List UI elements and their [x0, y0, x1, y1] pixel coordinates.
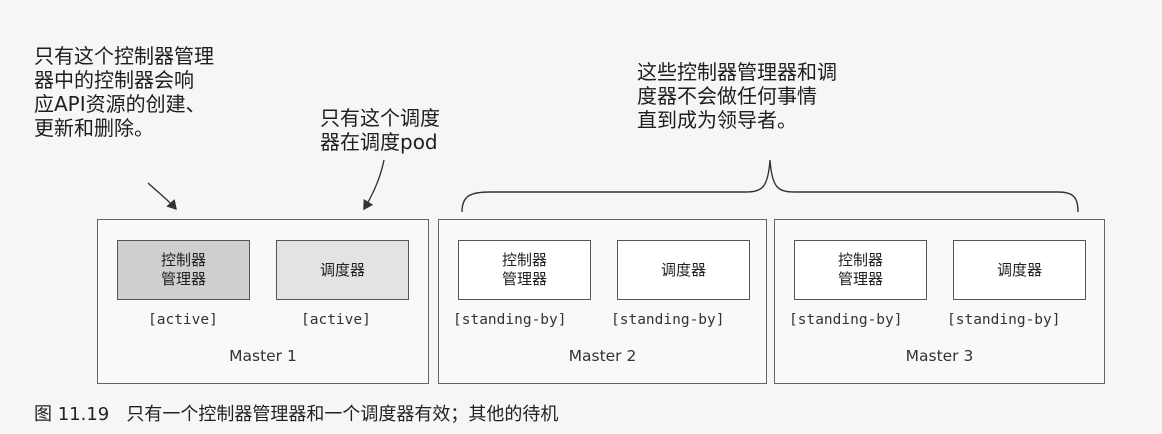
note-active-scheduler: 只有这个调度 器在调度pod — [320, 106, 440, 154]
master-3-box: 控制器 管理器 调度器 [standing-by] [standing-by] … — [774, 219, 1105, 384]
master-label: Master 3 — [905, 347, 974, 365]
controller-manager-box: 控制器 管理器 — [117, 240, 250, 300]
scheduler-state: [active] — [301, 312, 371, 328]
arrow-to-controller-manager — [147, 182, 177, 211]
master-1-box: 控制器 管理器 调度器 [active] [active] Master 1 — [97, 219, 429, 384]
scheduler-state: [standing-by] — [947, 312, 1061, 328]
scheduler-box: 调度器 — [276, 240, 409, 300]
standby-brace — [461, 159, 1079, 213]
controller-manager-state: [standing-by] — [789, 312, 903, 328]
controller-manager-box: 控制器 管理器 — [794, 240, 927, 300]
scheduler-box: 调度器 — [617, 240, 750, 300]
scheduler-box: 调度器 — [953, 240, 1086, 300]
controller-manager-state: [active] — [148, 312, 218, 328]
controller-manager-state: [standing-by] — [453, 312, 567, 328]
arrow-to-scheduler — [363, 159, 385, 211]
controller-manager-box: 控制器 管理器 — [458, 240, 591, 300]
scheduler-state: [standing-by] — [611, 312, 725, 328]
master-label: Master 2 — [568, 347, 637, 365]
master-label: Master 1 — [229, 347, 297, 365]
note-active-controller: 只有这个控制器管理 器中的控制器会响 应API资源的创建、 更新和删除。 — [34, 44, 214, 140]
note-standby-components: 这些控制器管理器和调 度器不会做任何事情 直到成为领导者。 — [637, 60, 837, 132]
figure-caption: 图 11.19 只有一个控制器管理器和一个调度器有效；其他的待机 — [34, 404, 559, 425]
master-2-box: 控制器 管理器 调度器 [standing-by] [standing-by] … — [438, 219, 767, 384]
